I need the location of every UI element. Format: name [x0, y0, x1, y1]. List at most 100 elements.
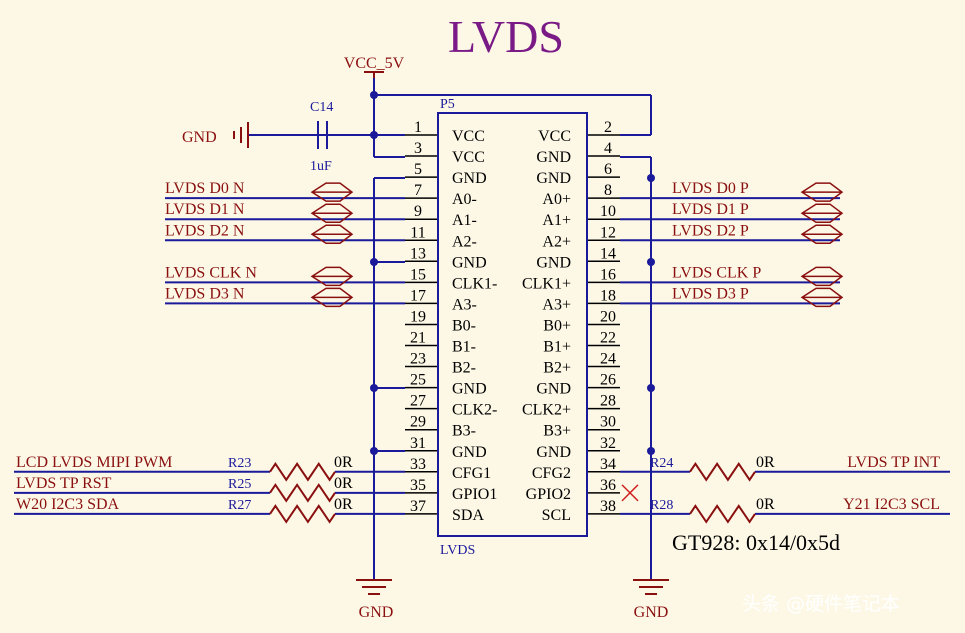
resistor-ref-left: R23: [228, 456, 251, 471]
gnd-symbol-cap: [233, 122, 249, 148]
junction-dot: [647, 384, 655, 392]
pin-name-right: B3+: [543, 423, 571, 440]
pin-name-right: A0+: [542, 191, 571, 208]
gnd-label-cap: GND: [182, 129, 217, 146]
junction-dot: [647, 447, 655, 455]
pin-number-left: 3: [414, 140, 422, 157]
resistor-ref-left: R27: [228, 498, 251, 513]
wires: [14, 76, 950, 580]
pin-name-right: GND: [536, 170, 571, 187]
pin-name-left: CLK1-: [452, 275, 497, 292]
resistor-value-left: 0R: [334, 496, 353, 513]
pin-number-right: 36: [600, 477, 616, 494]
net-label-left: LVDS CLK N: [165, 264, 257, 281]
pin-name-left: GND: [452, 444, 487, 461]
pin-number-left: 7: [414, 182, 422, 199]
pin-name-left: VCC: [452, 128, 485, 145]
no-connect-icon: [621, 484, 639, 502]
pin-number-right: 32: [600, 435, 616, 452]
pin-number-left: 1: [414, 119, 422, 136]
junction-dot: [370, 258, 378, 266]
pin-name-right: GND: [536, 149, 571, 166]
pin-name-right: CFG2: [532, 465, 571, 482]
net-label-right: LVDS D0 P: [672, 180, 749, 197]
pin-name-left: GND: [452, 381, 487, 398]
pin-number-left: 9: [414, 203, 422, 220]
pin-name-left: GPIO1: [452, 486, 497, 503]
pin-number-left: 5: [414, 161, 422, 178]
pin-number-left: 37: [410, 498, 426, 515]
vcc-5v-label: VCC_5V: [344, 55, 405, 72]
resistor-value-left: 0R: [334, 454, 353, 471]
pin-name-right: A1+: [542, 212, 571, 229]
pin-name-left: GND: [452, 254, 487, 271]
net-label-right: LVDS CLK P: [672, 264, 761, 281]
resistor-left: [269, 483, 336, 503]
pin-name-left: B3-: [452, 423, 476, 440]
diff-flag-left: [310, 182, 354, 202]
connector-footer: LVDS: [440, 543, 475, 558]
pin-name-left: A0-: [452, 191, 477, 208]
pin-number-right: 20: [600, 308, 616, 325]
junction-dot: [370, 384, 378, 392]
pin-name-left: B2-: [452, 360, 476, 377]
pin-number-right: 12: [600, 224, 616, 241]
connector-body: [437, 112, 588, 537]
pin-number-right: 28: [600, 393, 616, 410]
pin-number-left: 13: [410, 245, 426, 262]
diff-flag-right: [800, 182, 844, 202]
capacitor-ref: C14: [310, 100, 333, 115]
resistor-ref-left: R25: [228, 477, 251, 492]
pin-name-left: GND: [452, 170, 487, 187]
pin-number-left: 19: [410, 308, 426, 325]
resistor-ref-right: R28: [650, 498, 673, 513]
pin-number-left: 33: [410, 456, 426, 473]
schematic-title: LVDS: [448, 11, 564, 62]
pin-number-left: 17: [410, 287, 426, 304]
capacitor-value: 1uF: [310, 159, 332, 174]
diff-flag-left: [310, 287, 354, 308]
pin-number-right: 6: [604, 161, 612, 178]
pin-number-left: 35: [410, 477, 426, 494]
pin-number-left: 29: [410, 414, 426, 431]
pin-name-right: A3+: [542, 296, 571, 313]
pin-number-right: 34: [600, 456, 616, 473]
junction-dot: [370, 447, 378, 455]
pin-number-left: 23: [410, 351, 426, 368]
pin-number-left: 11: [410, 224, 425, 241]
pin-name-left: A3-: [452, 296, 477, 313]
pin-name-right: A2+: [542, 233, 571, 250]
resistor-ref-right: R24: [650, 456, 673, 471]
gnd-label-right: GND: [634, 604, 669, 621]
net-label-right: LVDS D3 P: [672, 285, 749, 302]
net-label-resistor-left: W20 I2C3 SDA: [16, 496, 120, 513]
pin-number-left: 31: [410, 435, 426, 452]
junction-dot: [370, 91, 378, 99]
pin-number-right: 14: [600, 245, 616, 262]
diff-flag-right: [800, 203, 844, 223]
parts: [233, 71, 844, 595]
gnd-label-left: GND: [359, 604, 394, 621]
junction-dot: [370, 131, 378, 139]
net-label-resistor-left: LCD LVDS MIPI PWM: [16, 454, 172, 471]
pin-name-left: A2-: [452, 233, 477, 250]
diff-flag-left: [310, 266, 354, 287]
net-label-left: LVDS D3 N: [165, 285, 245, 302]
junction-dot: [647, 258, 655, 266]
net-label-left: LVDS D2 N: [165, 222, 245, 239]
diff-flag-left: [310, 224, 354, 244]
watermark: 头条 @硬件笔记本: [742, 593, 900, 615]
diff-flag-right: [800, 287, 844, 308]
address-note: GT928: 0x14/0x5d: [672, 530, 840, 555]
pin-name-left: SDA: [452, 507, 484, 524]
net-label-left: LVDS D1 N: [165, 201, 245, 218]
pin-name-right: GND: [536, 254, 571, 271]
pin-number-left: 21: [410, 330, 426, 347]
pin-name-right: SCL: [542, 507, 571, 524]
pin-number-right: 4: [604, 140, 612, 157]
pin-name-left: CLK2-: [452, 402, 497, 419]
pin-number-left: 25: [410, 372, 426, 389]
net-label-resistor-left: LVDS TP RST: [16, 475, 112, 492]
pin-name-right: GND: [536, 381, 571, 398]
